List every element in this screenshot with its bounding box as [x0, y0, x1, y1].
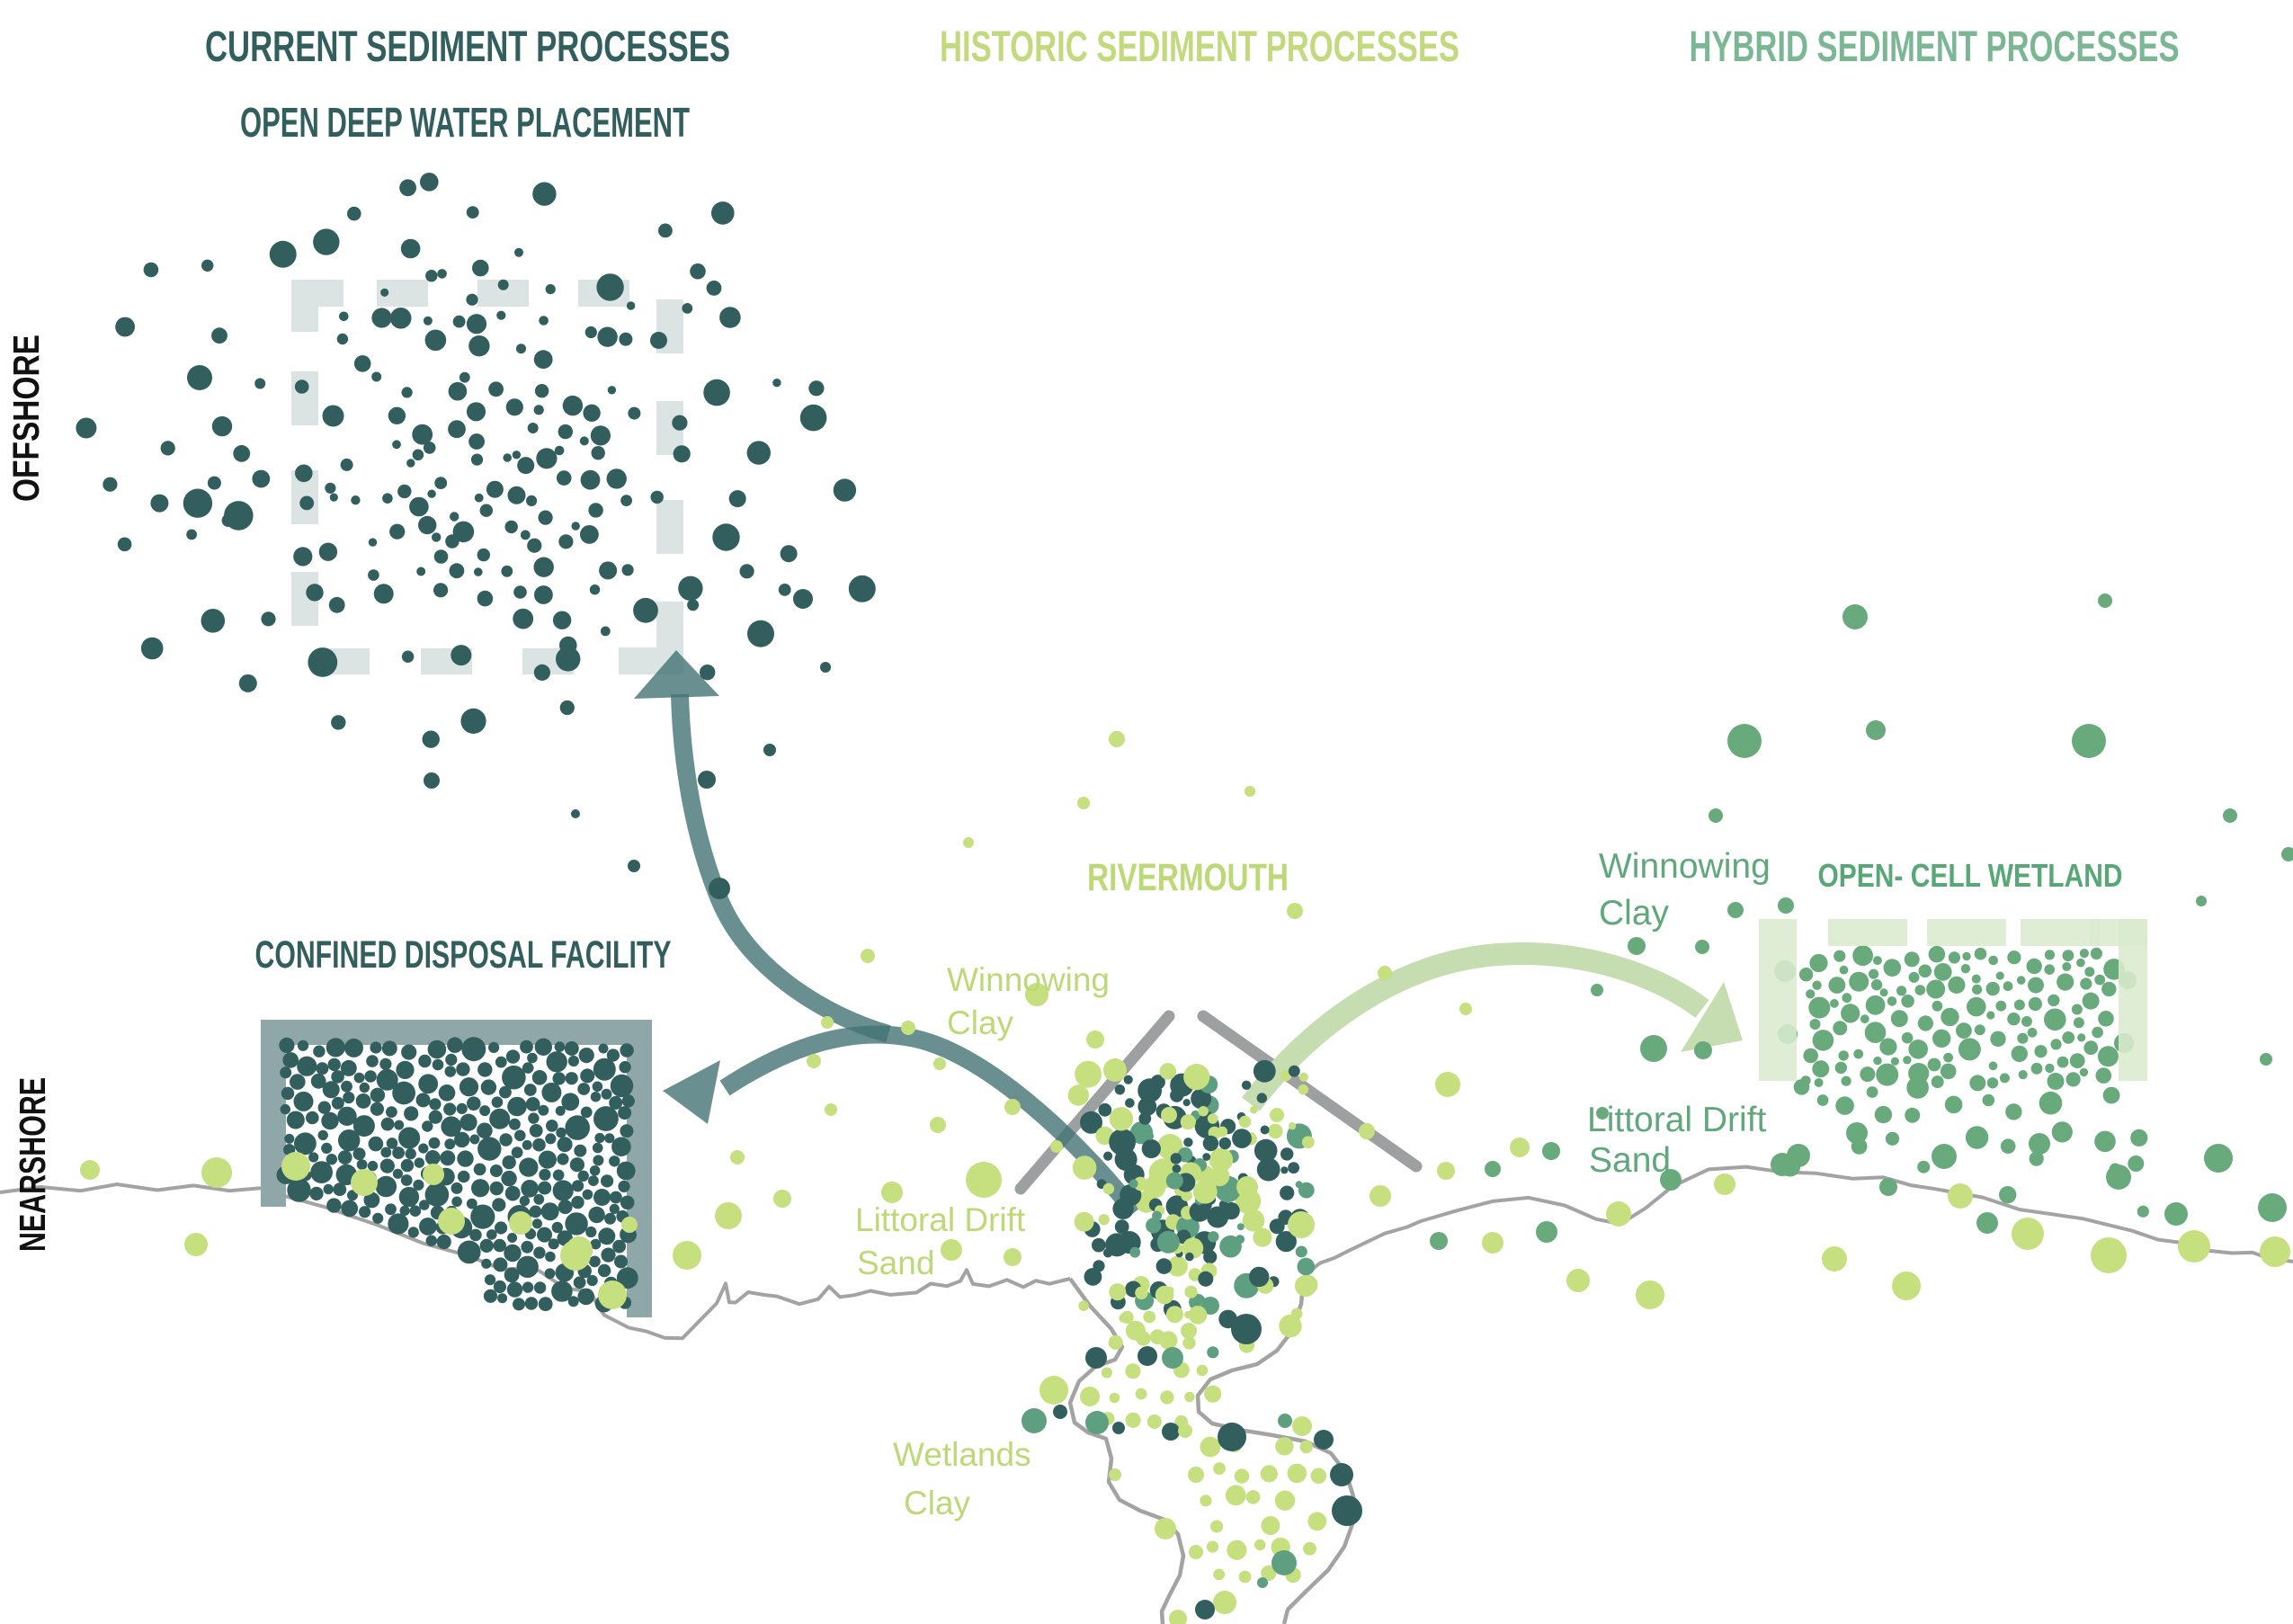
svg-text:Sand: Sand — [857, 1245, 934, 1281]
svg-text:Littoral Drift: Littoral Drift — [1587, 1101, 1767, 1139]
svg-text:Clay: Clay — [947, 1004, 1014, 1041]
svg-text:NEARSHORE: NEARSHORE — [12, 1077, 53, 1252]
svg-text:RIVERMOUTH: RIVERMOUTH — [1087, 856, 1289, 899]
svg-text:Littoral Drift: Littoral Drift — [855, 1201, 1026, 1238]
svg-text:OPEN DEEP WATER PLACEMENT: OPEN DEEP WATER PLACEMENT — [240, 99, 690, 146]
svg-text:Winnowing: Winnowing — [1599, 847, 1771, 886]
svg-text:HISTORIC SEDIMENT PROCESSES: HISTORIC SEDIMENT PROCESSES — [940, 23, 1459, 71]
svg-text:Sand: Sand — [1589, 1141, 1671, 1180]
svg-text:CURRENT SEDIMENT PROCESSES: CURRENT SEDIMENT PROCESSES — [205, 23, 730, 71]
svg-text:OPEN- CELL WETLAND: OPEN- CELL WETLAND — [1818, 857, 2123, 894]
svg-text:Clay: Clay — [904, 1485, 971, 1521]
svg-text:OFFSHORE: OFFSHORE — [5, 335, 47, 502]
svg-text:Clay: Clay — [1599, 894, 1670, 932]
svg-text:CONFINED DISPOSAL FACILITY: CONFINED DISPOSAL FACILITY — [255, 933, 672, 977]
svg-text:Wetlands: Wetlands — [893, 1436, 1031, 1473]
svg-text:Winnowing: Winnowing — [947, 961, 1110, 998]
svg-text:HYBRID SEDIMENT PROCESSES: HYBRID SEDIMENT PROCESSES — [1690, 23, 2180, 71]
